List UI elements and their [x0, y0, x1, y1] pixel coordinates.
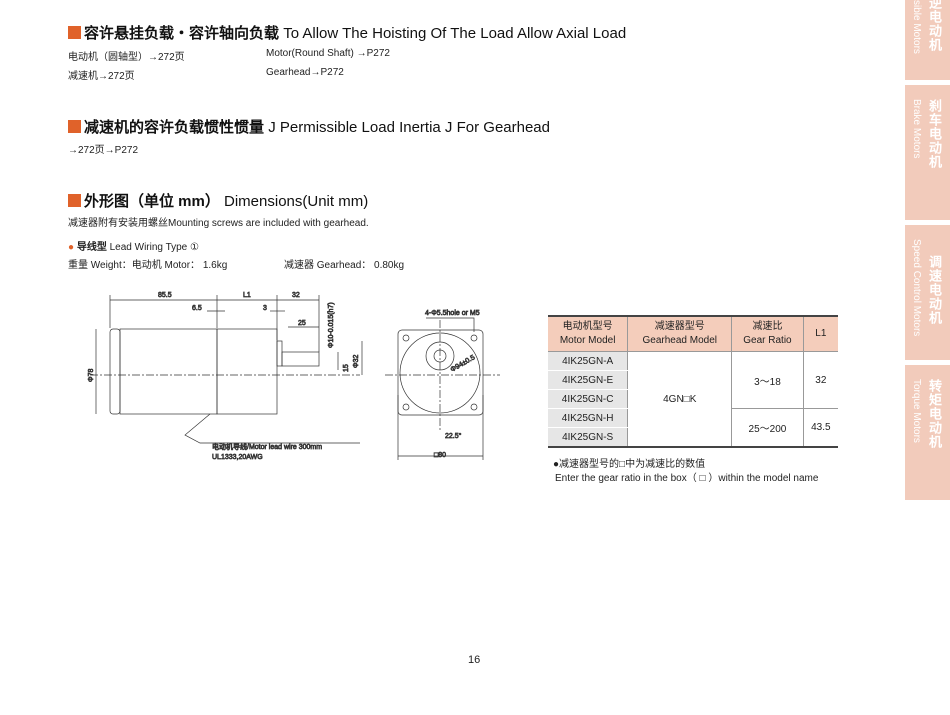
dim-6-5: 6.5	[192, 305, 202, 312]
weight-motor: 重量 Weight：电动机 Motor： 1.6kg	[68, 260, 228, 271]
lead-type: ● 导线型 Lead Wiring Type ①	[68, 242, 199, 253]
front-view	[385, 317, 500, 460]
page-number: 16	[468, 654, 481, 666]
section-title-load: 容许悬挂负载・容许轴向负载 To Allow The Hoisting Of T…	[68, 22, 626, 43]
ref-inertia: →272页→P272	[68, 145, 139, 156]
dim-phi32: Φ32	[353, 355, 360, 368]
dim-shaft: Φ10-0.015(h7)	[328, 302, 335, 348]
dim-3: 3	[263, 305, 267, 312]
ref-gear-cn: 减速机→272页	[68, 71, 135, 82]
dim-l1: L1	[243, 292, 251, 299]
table-row: 4IK25GN-C	[548, 389, 838, 409]
lead-wire-spec: UL1333,20AWG	[212, 454, 263, 461]
weight-gearhead: 减速器 Gearhead： 0.80kg	[284, 260, 405, 271]
mounting-note: 减速器附有安装用螺丝Mounting screws are included w…	[68, 218, 369, 229]
square-80-label: □80	[434, 452, 446, 459]
dim-15: 15	[343, 364, 350, 372]
ref-motor-en: Motor(Round Shaft) →P272	[266, 48, 390, 59]
dimension-drawing: 85.5 L1 32 6.5 3 25 Φ10-0.015(h7) 15 Φ32…	[88, 292, 500, 461]
dim-85-5: 85.5	[158, 292, 172, 299]
angle-label: 22.5°	[445, 432, 462, 440]
dim-phi78: Φ78	[88, 369, 95, 382]
table-note-en: Enter the gear ratio in the box（ □ ）with…	[555, 473, 819, 484]
section-title-dimensions: 外形图（单位 mm） Dimensions(Unit mm)	[68, 190, 368, 211]
table-note-cn: ●减速器型号的□中为减速比的数值	[553, 459, 706, 470]
dim-32: 32	[292, 292, 300, 299]
holes-label: 4-Φ5.5hole or M5	[425, 310, 480, 317]
ref-motor-cn: 电动机（圆轴型）→272页	[68, 52, 185, 63]
table-row: 4IK25GN-S	[548, 427, 838, 448]
ref-gear-en: Gearhead→P272	[266, 67, 344, 78]
table-row: 4IK25GN-E	[548, 370, 838, 390]
pcd-label: Φ94±0.5	[450, 354, 477, 374]
side-view	[90, 295, 363, 444]
section-title-inertia: 减速机的容许负载惯性惯量 J Permissible Load Inertia …	[68, 116, 550, 137]
lead-wire-label: 电动机导线/Motor lead wire 300mm	[212, 442, 322, 451]
dim-25: 25	[298, 320, 306, 327]
